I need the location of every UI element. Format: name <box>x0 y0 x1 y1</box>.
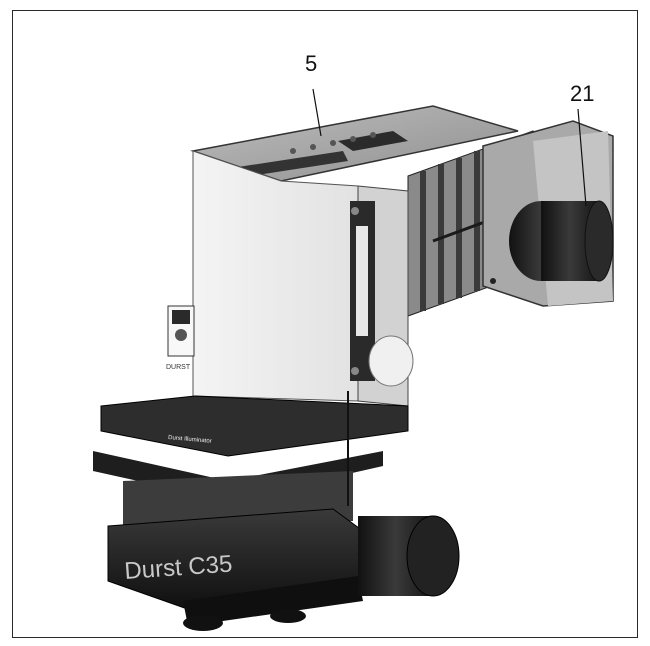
callout-leader-21 <box>577 108 587 207</box>
callout-leader-5 <box>312 88 322 137</box>
brand-plate-logo: DURST <box>166 364 191 371</box>
filter-knob <box>509 200 614 282</box>
callout-5: 5 <box>305 51 318 76</box>
lamphouse-front <box>192 150 414 407</box>
brand-plate <box>167 305 195 357</box>
enlarger-base <box>107 508 364 631</box>
head-label: Durst Illuminator <box>168 435 212 445</box>
callout-21: 21 <box>570 81 595 106</box>
focus-knob <box>358 515 460 597</box>
figure-frame: DURST Durst Illuminator Durst C35 5 21 <box>12 10 638 638</box>
lower-body <box>93 391 409 531</box>
enlarger-illustration: DURST Durst Illuminator Durst C35 <box>93 88 614 631</box>
